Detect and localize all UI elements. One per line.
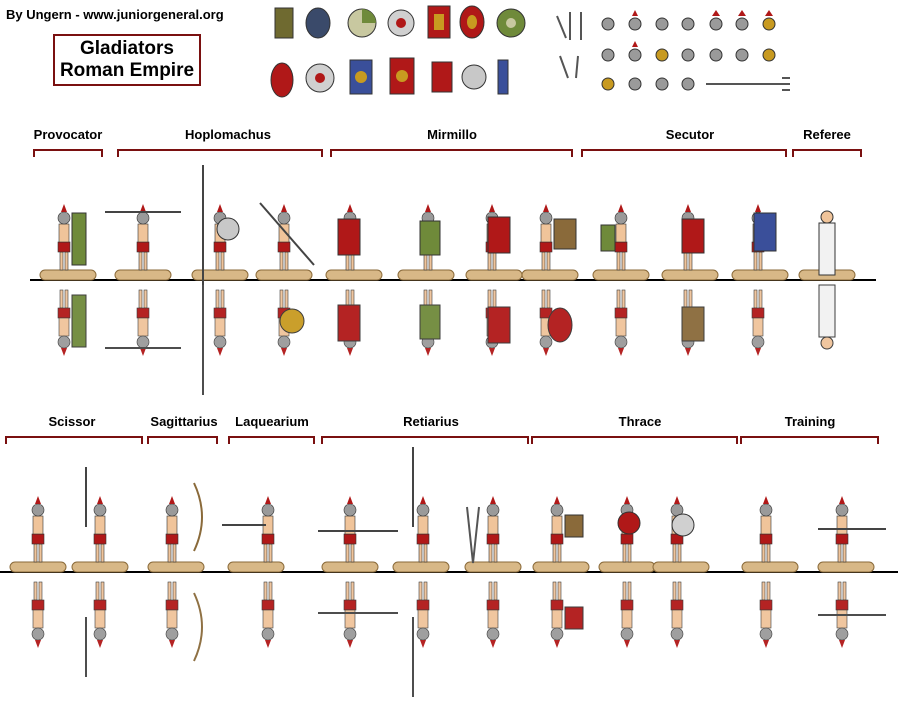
shield-sprites [270,5,526,98]
label-provocator: Provocator [34,127,103,142]
figure-retiarius-3 [464,495,522,573]
label-laquearium: Laquearium [235,414,309,429]
figure-hoplomachus-1 [105,203,181,281]
bracket-sagittarius [147,436,218,444]
bracket-training [740,436,879,444]
figure-retiarius-2 [392,447,450,573]
figure-hoplomachus-3 [255,202,315,281]
bracket-laquearium [228,436,315,444]
bracket-referee [792,149,862,157]
figure-secutor-1 [592,203,650,281]
figure-referee [798,210,856,281]
bracket-retiarius [321,436,529,444]
bracket-mirmillo [330,149,573,157]
label-referee: Referee [803,127,851,142]
row2-figures [9,447,886,573]
label-secutor: Secutor [666,127,714,142]
figure-mirmillo-4 [521,203,579,281]
title-line-2: Roman Empire [59,60,195,81]
figure-thrace-2 [598,495,656,573]
figure-training-2 [817,495,886,573]
figure-hoplomachus-2 [191,165,249,285]
label-sagittarius: Sagittarius [150,414,217,429]
bracket-hoplomachus [117,149,323,157]
figure-laquearium [222,495,285,573]
row1-figures [39,165,856,285]
row1-figures-mirrored [57,275,836,395]
figure-retiarius-1 [318,495,398,573]
helmet-sprites [601,10,790,91]
figure-mirmillo-2 [397,203,455,281]
credit-text: By Ungern - www.juniorgeneral.org [6,7,224,22]
figure-thrace-1 [532,495,590,573]
figure-scissor-1 [9,495,67,573]
figure-sagittarius [147,482,205,573]
label-mirmillo: Mirmillo [427,127,477,142]
weapon-sprites [556,12,582,79]
label-thrace: Thrace [619,414,662,429]
figure-training-1 [741,495,799,573]
label-training: Training [785,414,836,429]
title-box: Gladiators Roman Empire [53,34,201,86]
bracket-thrace [531,436,738,444]
row2-figures-mirrored [31,581,886,697]
bracket-scissor [5,436,143,444]
figure-scissor-2 [71,467,129,573]
bracket-secutor [581,149,787,157]
bracket-provocator [33,149,103,157]
label-scissor: Scissor [49,414,96,429]
figure-provocator-1 [39,203,97,281]
figure-secutor-2 [661,203,719,281]
row2-headers: Scissor Sagittarius Laquearium Retiarius… [5,414,879,444]
figure-mirmillo-1 [325,203,383,281]
title-line-1: Gladiators [80,38,174,59]
figure-thrace-3 [652,495,710,573]
label-retiarius: Retiarius [403,414,459,429]
figure-mirmillo-3 [465,203,523,281]
figure-secutor-3 [731,203,789,281]
row1-headers: Provocator Hoplomachus Mirmillo Secutor … [33,127,862,157]
label-hoplomachus: Hoplomachus [185,127,271,142]
